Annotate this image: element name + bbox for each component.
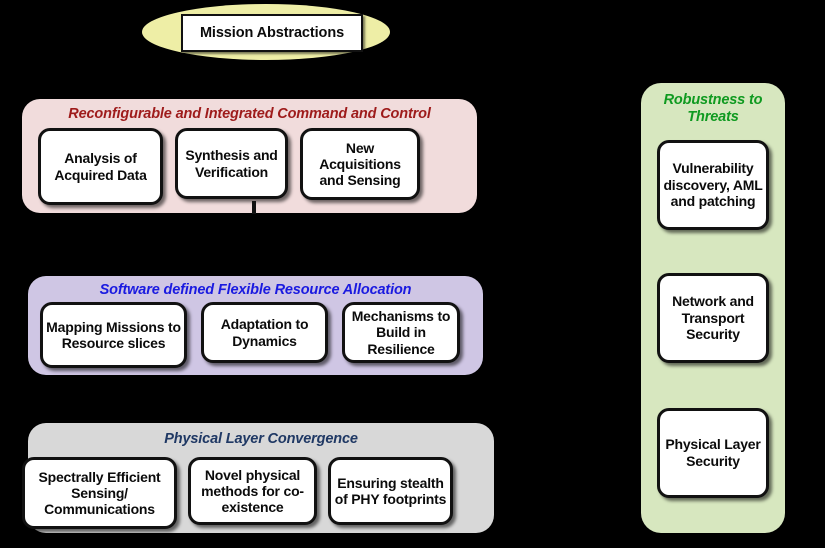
box-label: New Acquisitions and Sensing bbox=[319, 139, 401, 189]
box-label: Physical Layer Security bbox=[665, 436, 761, 469]
panel-title-physical-layer-convergence: Physical Layer Convergence bbox=[164, 431, 358, 447]
box-vulnerability-discovery-aml-and-patching[interactable]: Vulnerability discovery, AML and patchin… bbox=[657, 140, 769, 230]
box-row-command-and-control: Analysis of Acquired Data Synthesis and … bbox=[38, 128, 465, 205]
box-physical-layer-security[interactable]: Physical Layer Security bbox=[657, 408, 769, 498]
box-row-resource-allocation: Mapping Missions to Resource slices Adap… bbox=[40, 302, 475, 368]
box-spectrally-efficient-sensing-communications[interactable]: Spectrally Efficient Sensing/ Communicat… bbox=[22, 457, 177, 529]
box-label: Network and Transport Security bbox=[672, 292, 754, 343]
box-synthesis-and-verification[interactable]: Synthesis and Verification bbox=[175, 128, 288, 199]
box-analysis-of-acquired-data[interactable]: Analysis of Acquired Data bbox=[38, 128, 163, 205]
box-label: Analysis of Acquired Data bbox=[54, 150, 147, 183]
box-novel-physical-methods-for-co-existence[interactable]: Novel physical methods for co-existence bbox=[188, 457, 317, 525]
box-label: Spectrally Efficient Sensing/ Communicat… bbox=[38, 468, 161, 518]
panel-command-and-control[interactable]: Reconfigurable and Integrated Command an… bbox=[22, 99, 477, 213]
panel-physical-layer-convergence[interactable]: Physical Layer Convergence Spectrally Ef… bbox=[22, 423, 494, 533]
mission-abstractions-box[interactable]: Mission Abstractions bbox=[181, 14, 363, 52]
panel-title-resource-allocation: Software defined Flexible Resource Alloc… bbox=[99, 282, 412, 298]
box-adaptation-to-dynamics[interactable]: Adaptation to Dynamics bbox=[201, 302, 328, 363]
panel-resource-allocation[interactable]: Software defined Flexible Resource Alloc… bbox=[28, 276, 483, 375]
box-mapping-missions-to-resource-slices[interactable]: Mapping Missions to Resource slices bbox=[40, 302, 187, 368]
panel-title-robustness-to-threats: Robustness to Threats bbox=[663, 92, 763, 126]
box-label: Synthesis and Verification bbox=[185, 147, 278, 180]
panel-title-command-and-control: Reconfigurable and Integrated Command an… bbox=[68, 106, 431, 122]
box-row-physical-layer-convergence: Spectrally Efficient Sensing/ Communicat… bbox=[22, 457, 492, 529]
mission-abstractions-node[interactable]: Mission Abstractions bbox=[142, 4, 390, 60]
box-label: Vulnerability discovery, AML and patchin… bbox=[663, 159, 763, 210]
box-label: Mechanisms to Build in Resilience bbox=[351, 308, 451, 357]
connector-tick-synthesis bbox=[252, 201, 256, 214]
mission-abstractions-label: Mission Abstractions bbox=[199, 25, 345, 41]
box-label: Novel physical methods for co-existence bbox=[201, 466, 304, 516]
box-label: Ensuring stealth of PHY footprints bbox=[334, 474, 447, 507]
box-label: Mapping Missions to Resource slices bbox=[46, 318, 181, 351]
box-new-acquisitions-and-sensing[interactable]: New Acquisitions and Sensing bbox=[300, 128, 420, 200]
box-mechanisms-to-build-in-resilience[interactable]: Mechanisms to Build in Resilience bbox=[342, 302, 460, 363]
box-network-and-transport-security[interactable]: Network and Transport Security bbox=[657, 273, 769, 363]
panel-robustness-to-threats[interactable]: Robustness to Threats Vulnerability disc… bbox=[641, 83, 785, 533]
box-label: Adaptation to Dynamics bbox=[220, 316, 309, 349]
box-ensuring-stealth-of-phy-footprints[interactable]: Ensuring stealth of PHY footprints bbox=[328, 457, 453, 525]
